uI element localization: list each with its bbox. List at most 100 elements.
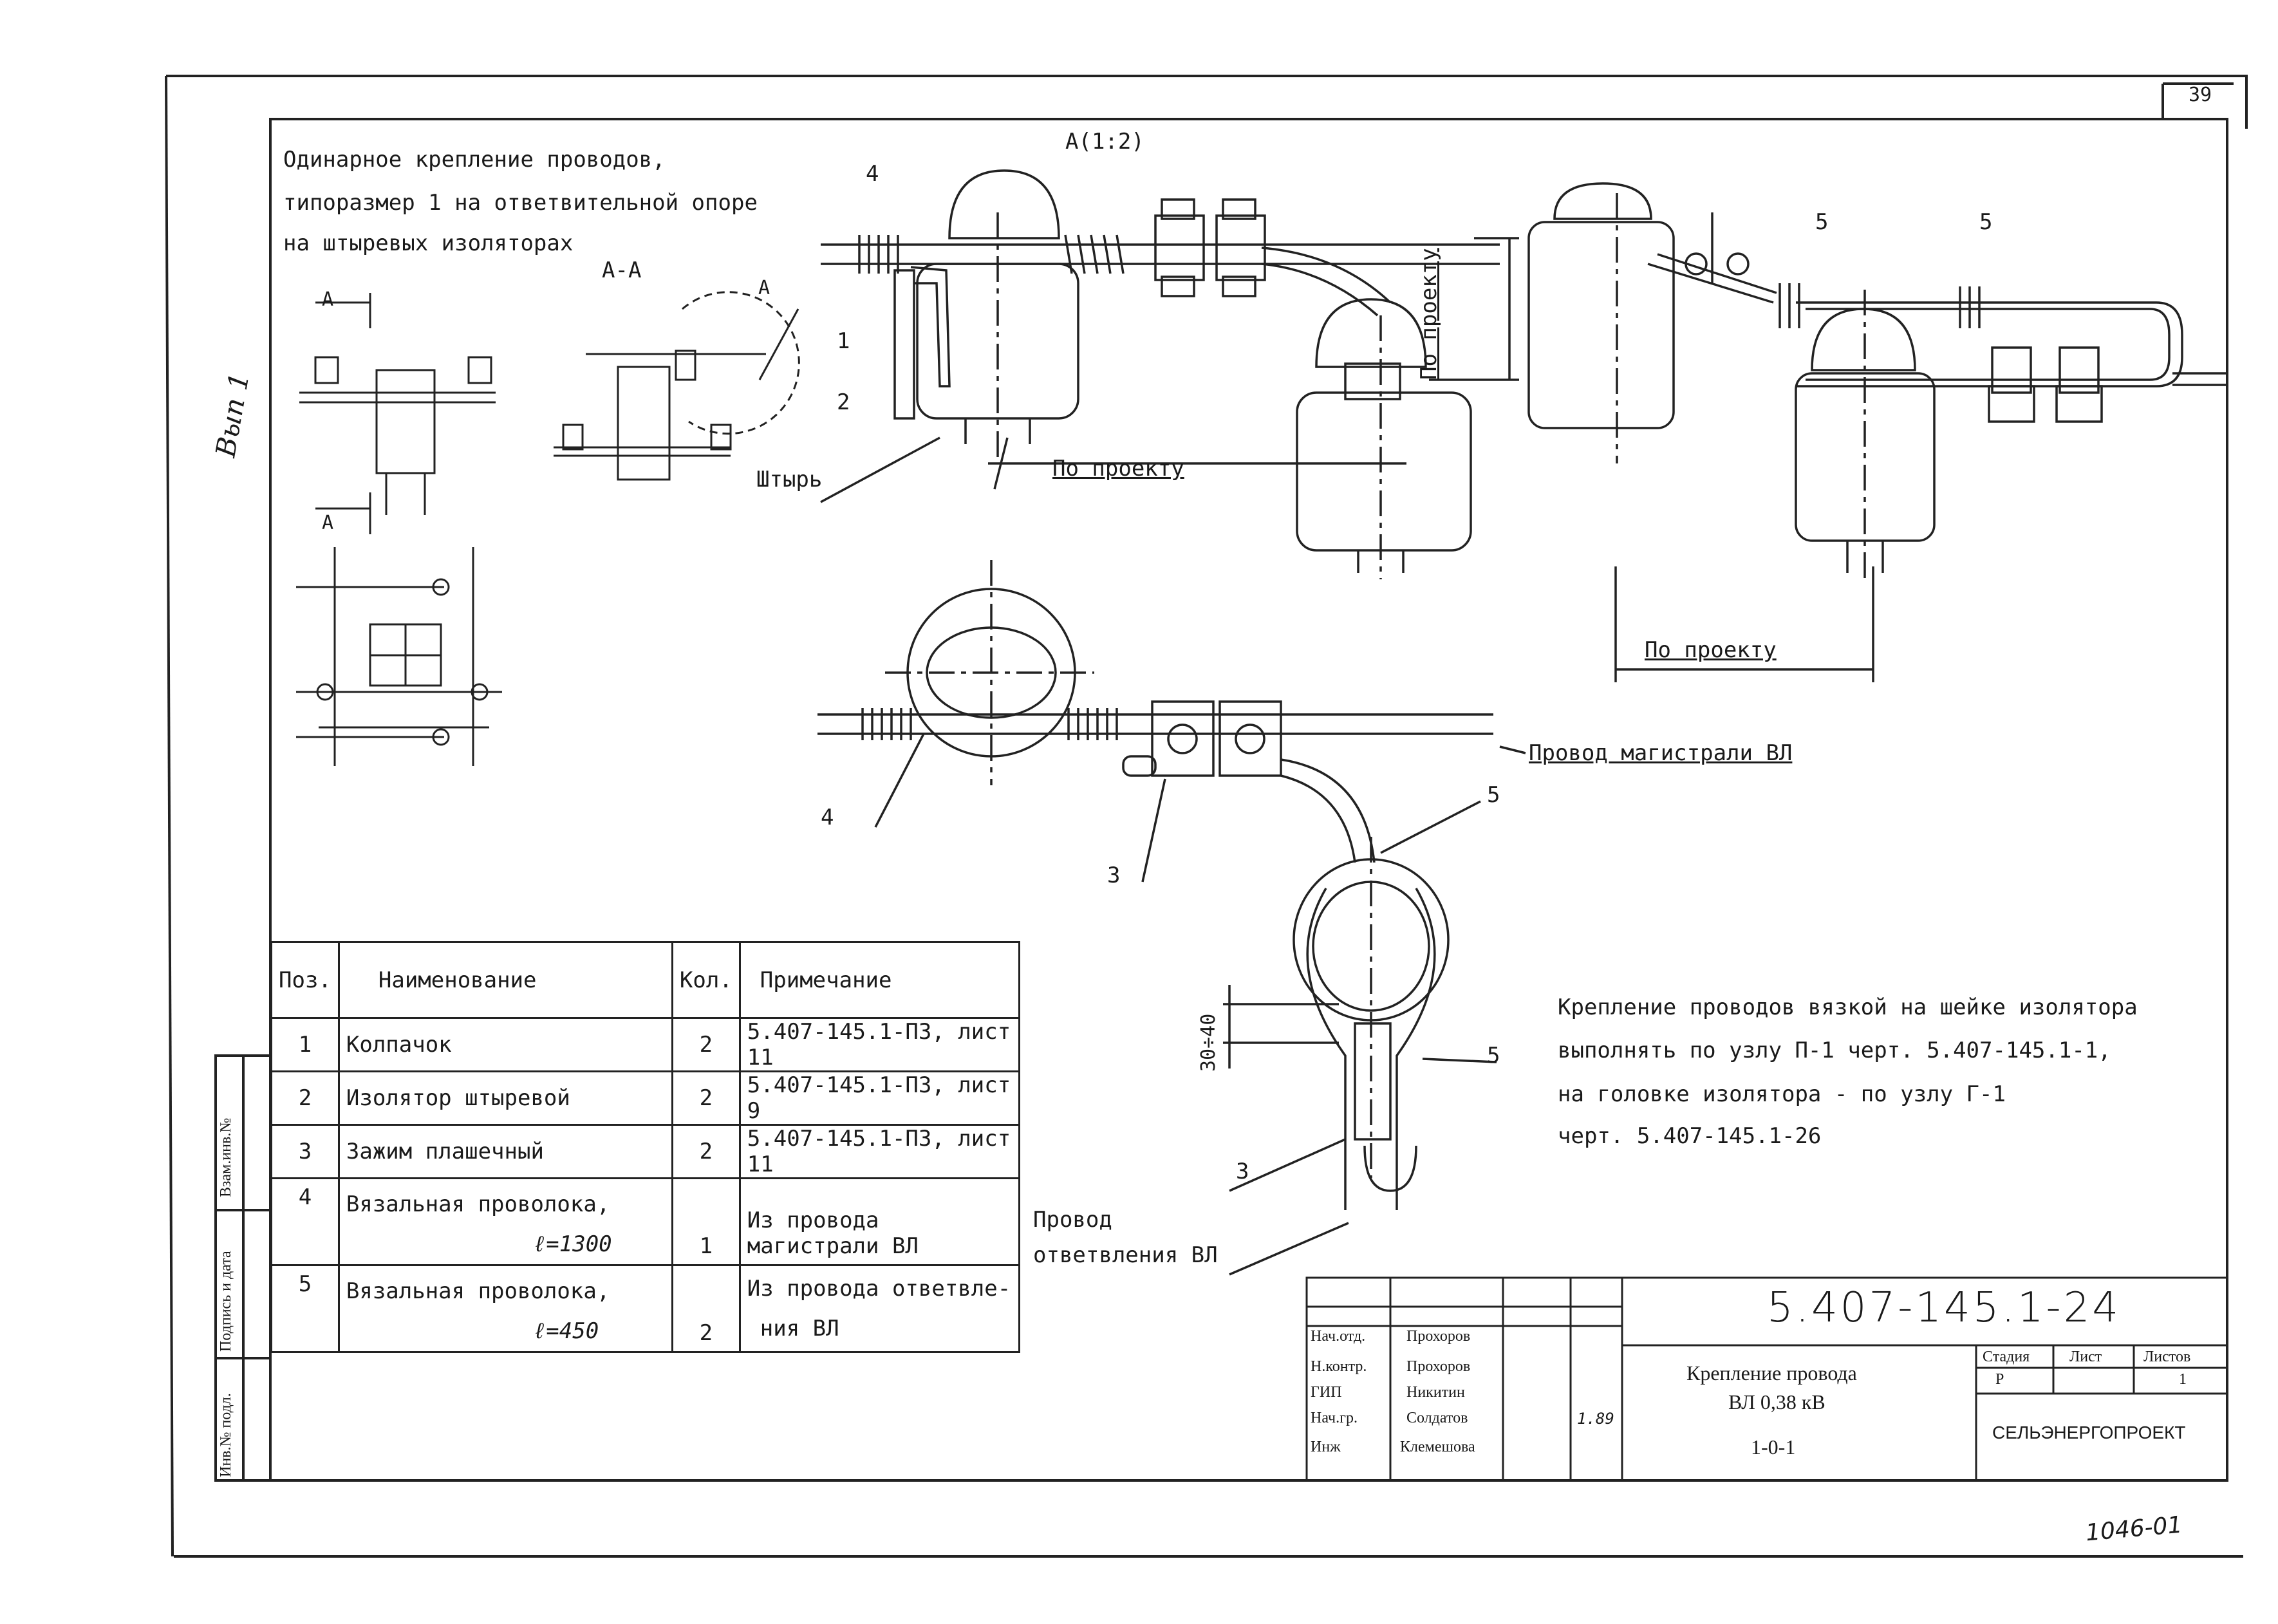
row-name: Изолятор штыревой xyxy=(337,1070,673,1126)
doc-code: 5.407-145.1-24 xyxy=(1767,1284,2122,1332)
callout-5-c: 5 xyxy=(1487,782,1500,808)
sheets-value: 1 xyxy=(2179,1371,2187,1388)
row-pos: 5 xyxy=(270,1264,340,1353)
stamp-signature: Подпись и дата xyxy=(218,1251,234,1352)
schematic-views xyxy=(296,291,800,766)
row-qty: 2 xyxy=(671,1017,741,1072)
spec-row-2: 2 Изолятор штыревой 2 5.407-145.1-ПЗ, ли… xyxy=(270,1070,1021,1126)
row-pos: 1 xyxy=(270,1017,340,1072)
role-4: Нач.гр. xyxy=(1311,1410,1358,1426)
view-a-insulators xyxy=(820,169,1519,579)
name-3: Никитин xyxy=(1406,1384,1465,1401)
pin-label: Штырь xyxy=(756,467,823,492)
name-1: Прохоров xyxy=(1406,1328,1471,1345)
row-note-text: Из провода ответвле- xyxy=(747,1276,1011,1302)
organization: СЕЛЬЭНЕРГОПРОЕКТ xyxy=(1992,1423,2186,1442)
callout-5-a: 5 xyxy=(1815,209,1829,235)
callout-2: 2 xyxy=(837,389,850,415)
role-2: Н.контр. xyxy=(1311,1358,1367,1375)
sheet-edge-top xyxy=(166,75,2248,129)
row-note-text-2: ния ВЛ xyxy=(760,1316,839,1341)
signature-date: 1.89 xyxy=(1577,1410,1614,1428)
section-mark-top: А xyxy=(322,288,334,311)
title-block-frame xyxy=(1305,1276,2228,1482)
row-pos: 4 xyxy=(270,1177,340,1266)
plan-view-a xyxy=(817,560,1526,1276)
callout-3-b: 3 xyxy=(1236,1159,1249,1184)
spec-row-3: 3 Зажим плашечный 2 5.407-145.1-ПЗ, лист… xyxy=(270,1124,1021,1179)
row-name-text: Вязальная проволока, xyxy=(346,1191,610,1217)
note-line-3: на головке изолятора - по узлу Г-1 xyxy=(1558,1081,2006,1107)
callout-4-top: 4 xyxy=(866,161,879,187)
row-note: 5.407-145.1-ПЗ, лист 11 xyxy=(738,1124,1021,1179)
row-name: Зажим плашечный xyxy=(337,1124,673,1179)
row-name: Вязальная проволока, ℓ=450 xyxy=(337,1264,673,1353)
role-1: Нач.отд. xyxy=(1311,1328,1366,1345)
callout-4-bottom: 4 xyxy=(821,805,834,830)
section-aa-label: А-А xyxy=(602,257,642,283)
row-name-text: Вязальная проволока, xyxy=(346,1278,610,1304)
row-note: 5.407-145.1-ПЗ, лист 11 xyxy=(738,1017,1021,1072)
row-note: 5.407-145.1-ПЗ, лист 9 xyxy=(738,1070,1021,1126)
sheet-edge-left xyxy=(165,75,174,1557)
name-4: Солдатов xyxy=(1406,1410,1468,1426)
role-3: ГИП xyxy=(1311,1384,1342,1401)
dim-30-40: 30÷40 xyxy=(1197,1013,1220,1072)
dim-by-project-2: По проекту xyxy=(1645,637,1777,663)
title-line-3: на штыревых изоляторах xyxy=(283,230,574,256)
spec-row-1: 1 Колпачок 2 5.407-145.1-ПЗ, лист 11 xyxy=(270,1017,1021,1072)
row-name: Колпачок xyxy=(337,1017,673,1072)
sheet-header: Лист xyxy=(2069,1349,2102,1365)
callout-5-d: 5 xyxy=(1487,1043,1500,1069)
spec-table: Поз. Наименование Кол. Примечание 1 Колп… xyxy=(270,941,1021,1353)
branch-wire-label-1: Провод xyxy=(1033,1207,1112,1233)
right-insulators xyxy=(1527,182,2227,682)
name-5: Клемешова xyxy=(1400,1439,1475,1455)
stamp-inventory: Инв.№ подл. xyxy=(218,1393,234,1477)
row-note: Из провода ответвле-ния ВЛ xyxy=(738,1264,1021,1353)
stage-value: Р xyxy=(1995,1371,2004,1388)
branch-wire-label-2: ответвления ВЛ xyxy=(1033,1242,1218,1268)
note-line-2: выполнять по узлу П-1 черт. 5.407-145.1-… xyxy=(1558,1038,2111,1063)
section-mark-bottom: А xyxy=(322,512,334,534)
desc-line-3: 1-0-1 xyxy=(1751,1435,1796,1459)
page-number: 39 xyxy=(2189,84,2212,106)
row-qty: 1 xyxy=(671,1177,741,1266)
dim-by-project-3: По проекту xyxy=(1416,248,1442,380)
drawing-frame xyxy=(269,118,2228,1482)
stage-header: Стадия xyxy=(1983,1349,2030,1365)
title-line-2: типоразмер 1 на ответвительной опоре xyxy=(283,190,758,216)
note-line-4: черт. 5.407-145.1-26 xyxy=(1558,1123,1822,1149)
header-qty: Кол. xyxy=(671,941,741,1019)
view-a-label: А(1:2) xyxy=(1065,129,1144,154)
row-pos: 2 xyxy=(270,1070,340,1126)
main-wire-label: Провод магистрали ВЛ xyxy=(1529,740,1793,766)
view-mark: А xyxy=(758,277,770,299)
sheets-header: Листов xyxy=(2143,1349,2191,1365)
header-name: Наименование xyxy=(337,941,673,1019)
row-length: ℓ=450 xyxy=(532,1318,599,1344)
callout-5-b: 5 xyxy=(1979,209,1993,235)
row-qty: 2 xyxy=(671,1124,741,1179)
dim-by-project-1: По проекту xyxy=(1052,456,1184,481)
row-pos: 3 xyxy=(270,1124,340,1179)
desc-line-1: Крепление провода xyxy=(1686,1361,1857,1385)
name-2: Прохоров xyxy=(1406,1358,1471,1375)
role-5: Инж xyxy=(1311,1439,1341,1455)
row-qty: 2 xyxy=(671,1264,741,1353)
spec-row-4: 4 Вязальная проволока, ℓ=1300 1 Из провод… xyxy=(270,1177,1021,1266)
header-pos: Поз. xyxy=(270,941,340,1019)
note-line-1: Крепление проводов вязкой на шейке изоля… xyxy=(1558,994,2138,1020)
row-length: ℓ=1300 xyxy=(532,1231,612,1257)
desc-line-2: ВЛ 0,38 кВ xyxy=(1728,1390,1825,1414)
stamp-replaced: Взам.инв.№ xyxy=(218,1117,234,1197)
row-name: Вязальная проволока, ℓ=1300 xyxy=(337,1177,673,1266)
header-note: Примечание xyxy=(738,941,1021,1019)
row-qty: 2 xyxy=(671,1070,741,1126)
callout-1: 1 xyxy=(837,328,850,354)
spec-row-5: 5 Вязальная проволока, ℓ=450 2 Из провода… xyxy=(270,1264,1021,1353)
row-note: Из провода магистрали ВЛ xyxy=(738,1177,1021,1266)
callout-3-a: 3 xyxy=(1107,863,1121,888)
title-line-1: Одинарное крепление проводов, xyxy=(283,147,666,173)
